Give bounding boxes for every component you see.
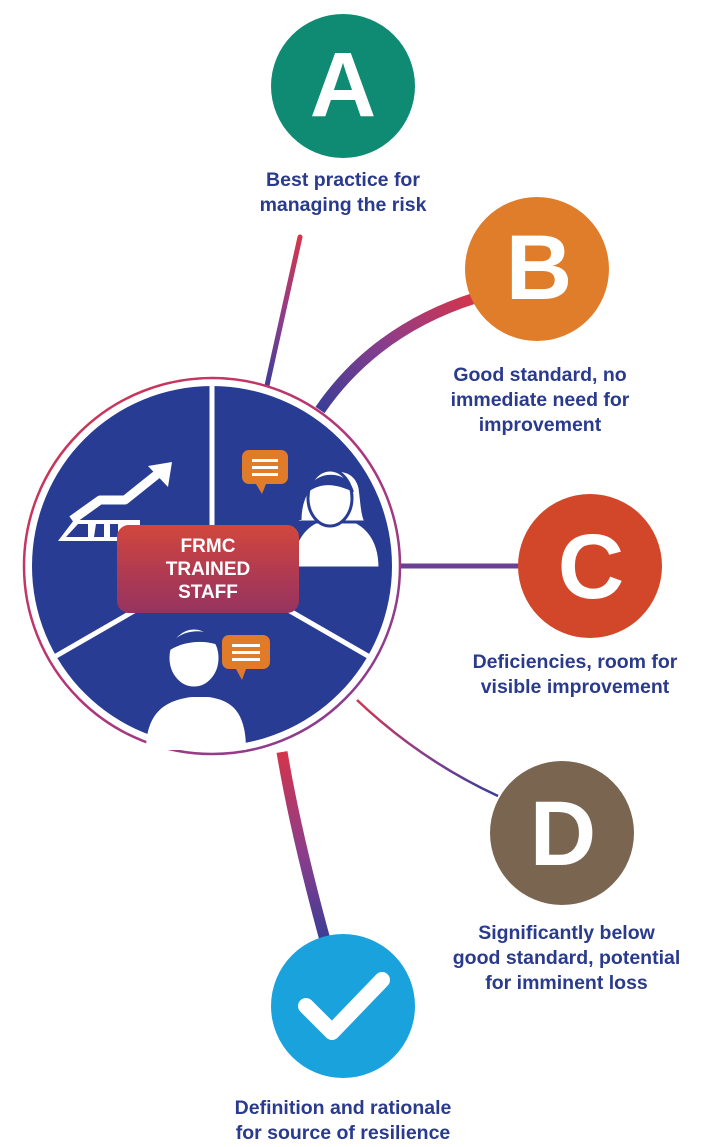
woman-avatar-icon (290, 468, 382, 570)
grade-d-letter: D (530, 783, 596, 885)
grade-c-badge: C (518, 494, 662, 638)
grade-b-badge: B (465, 197, 609, 341)
speech-bubble-icon (242, 450, 288, 494)
growth-chart-icon (58, 462, 172, 541)
caption-grade-c: Deficiencies, room for visible improveme… (472, 651, 678, 698)
center-label: FRMC TRAINED STAFF (117, 525, 299, 613)
caption-grade-d: Significantly below good standard, poten… (452, 922, 681, 994)
resilience-badge (271, 934, 415, 1078)
connector-d (356, 699, 499, 798)
grade-d-badge: D (490, 761, 634, 905)
connector-check (276, 751, 331, 942)
connector-b (315, 292, 477, 414)
caption-resilience: Definition and rationale for source of r… (234, 1097, 452, 1144)
grade-c-letter: C (558, 516, 624, 618)
caption-grade-a: Best practice for managing the risk (259, 169, 427, 216)
grade-b-letter: B (506, 217, 572, 319)
checkmark-icon (298, 972, 390, 1040)
caption-grade-b: Good standard, no immediate need for imp… (450, 364, 630, 436)
grade-a-letter: A (310, 34, 376, 136)
grade-a-badge: A (271, 14, 415, 158)
connector-a (263, 234, 303, 393)
speech-bubble-icon (222, 635, 270, 680)
man-avatar-icon (146, 626, 246, 750)
